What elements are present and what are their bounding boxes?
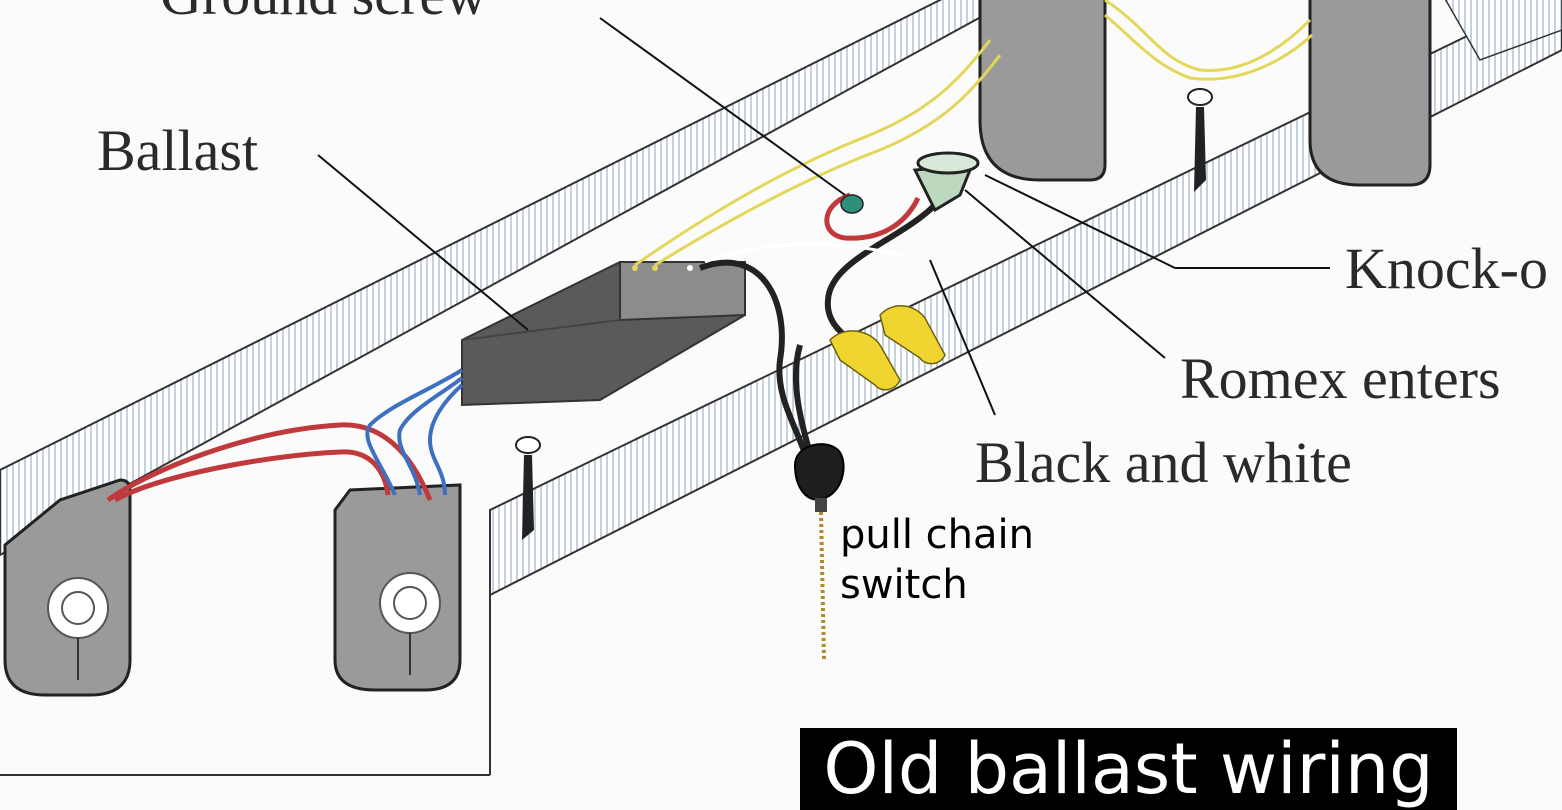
label-ground-screw: Ground screw [160,0,487,27]
pull-chain [819,511,826,661]
lampholder-top-right [1308,0,1432,187]
label-pull-chain: pull chain [840,512,1034,558]
channel-end-face [1444,0,1562,61]
label-romex-enters: Romex enters [1180,346,1501,411]
mounting-screw-left [515,436,541,540]
lampholder-top-left [978,0,1107,182]
yellow-wires [634,0,1314,267]
label-switch: switch [840,562,968,608]
ballast-box [461,261,746,407]
caption-banner: Old ballast wiring [800,728,1457,810]
lampholder-left [3,478,132,697]
mounting-screw-right [1187,88,1213,192]
label-knock-out: Knock-o [1345,236,1548,301]
ground-screw [840,194,864,214]
label-black-and-white: Black and white [975,430,1352,495]
knock-out-bushing [912,151,980,213]
pull-chain-switch [793,443,845,661]
white-wire [704,243,901,264]
blue-wires [365,368,464,496]
lampholder-right [333,483,462,692]
label-ballast: Ballast [97,118,258,183]
wire-nuts [829,305,946,391]
leader-lines [317,17,1330,416]
upper-channel-rail [0,0,1014,557]
